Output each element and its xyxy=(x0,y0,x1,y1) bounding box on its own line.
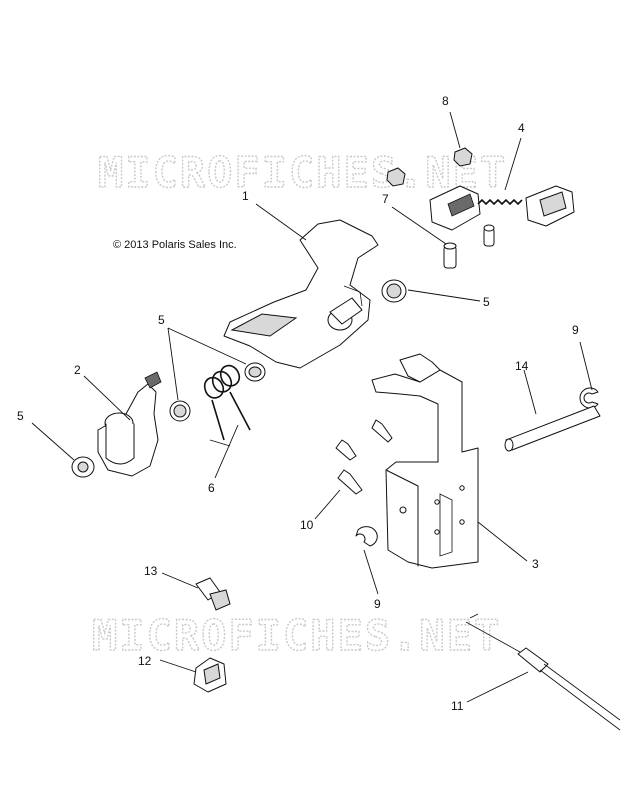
part-14-pin[interactable] xyxy=(504,405,601,452)
part-8-nut-top[interactable] xyxy=(453,147,473,167)
callout-9-lower: 9 xyxy=(374,597,381,611)
part-7-bolt-right[interactable] xyxy=(483,224,495,247)
callout-10: 10 xyxy=(300,518,314,532)
part-10-bolt-a[interactable] xyxy=(371,419,393,443)
part-3-main-bracket[interactable] xyxy=(371,353,479,569)
callout-1: 1 xyxy=(242,189,249,203)
leader-lines xyxy=(31,111,593,703)
part-5-washer-left[interactable] xyxy=(71,456,95,478)
callout-13: 13 xyxy=(144,564,158,578)
callout-14: 14 xyxy=(515,359,529,373)
part-13-adjuster[interactable] xyxy=(195,577,231,611)
part-1-cover[interactable] xyxy=(223,219,379,369)
copyright-text: © 2013 Polaris Sales Inc. xyxy=(113,239,237,251)
part-11-cable[interactable] xyxy=(465,613,621,731)
callout-7: 7 xyxy=(382,192,389,206)
callout-12: 12 xyxy=(138,654,152,668)
callout-3: 3 xyxy=(532,557,539,571)
part-10-bolt-c[interactable] xyxy=(337,469,363,495)
callout-6: 6 xyxy=(208,481,215,495)
part-5-bushing-mid-right[interactable] xyxy=(244,362,266,382)
part-9-clip-right[interactable] xyxy=(579,387,599,409)
part-4-switch-harness[interactable] xyxy=(429,185,575,231)
watermark-top: MICROFICHES.NET xyxy=(98,148,507,197)
part-6-spring[interactable] xyxy=(203,364,251,447)
part-5-bushing-right[interactable] xyxy=(381,279,407,303)
callout-5-top-left: 5 xyxy=(158,313,165,327)
callout-8: 8 xyxy=(442,94,449,108)
part-9-clip-lower[interactable] xyxy=(355,526,378,547)
part-12-clamp[interactable] xyxy=(193,657,227,693)
part-2-bracket[interactable] xyxy=(97,371,162,477)
callout-4: 4 xyxy=(518,121,525,135)
part-7-bolt-left[interactable] xyxy=(443,242,457,269)
watermark-bottom: MICROFICHES.NET xyxy=(92,611,501,660)
part-5-bushing-mid-left[interactable] xyxy=(169,400,191,422)
callout-11: 11 xyxy=(451,699,464,713)
callout-2: 2 xyxy=(74,363,81,377)
part-10-bolt-b[interactable] xyxy=(335,439,357,461)
callout-5-right: 5 xyxy=(483,295,490,309)
callout-9-right: 9 xyxy=(572,323,579,337)
callout-5-left: 5 xyxy=(17,409,24,423)
part-8-nut-lower[interactable] xyxy=(386,167,406,187)
